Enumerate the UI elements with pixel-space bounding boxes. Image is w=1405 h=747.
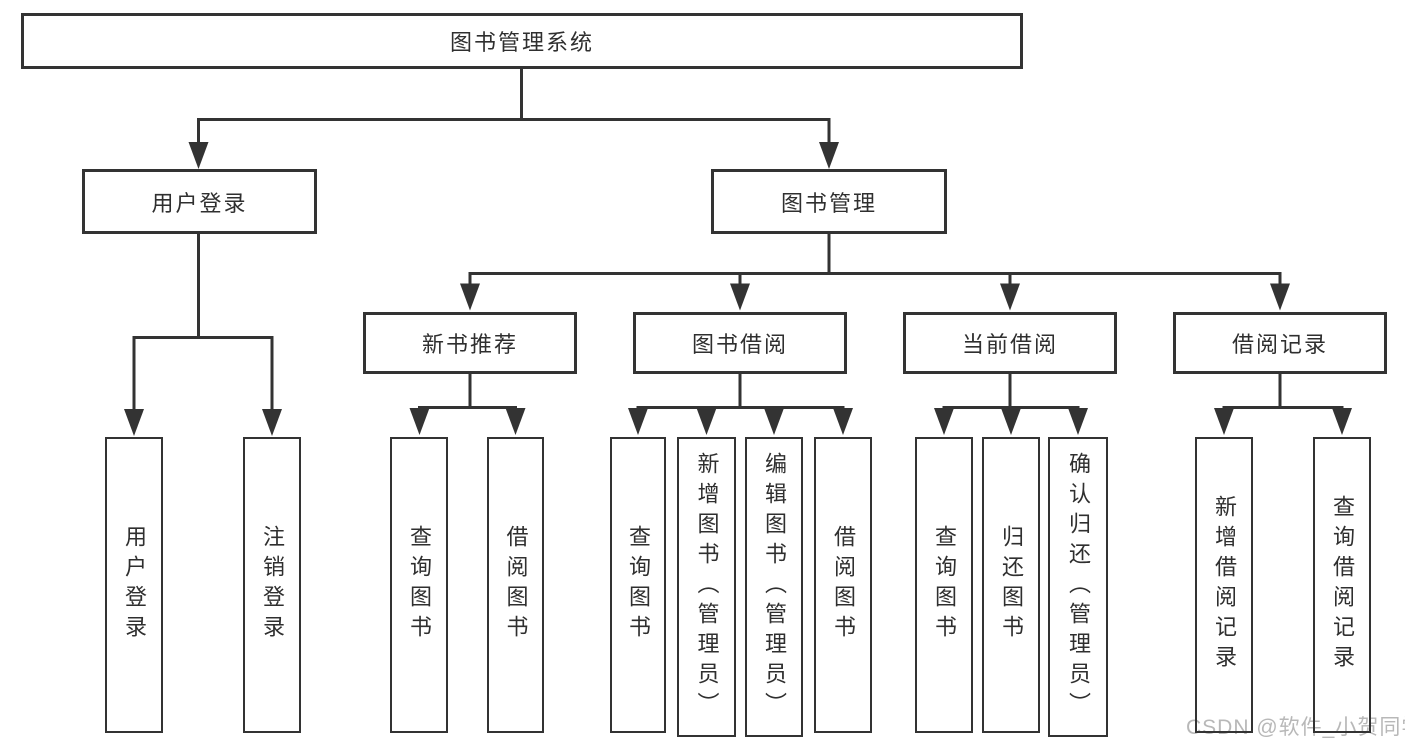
arrow-down-icon: [505, 408, 526, 435]
arrow-down-icon: [1068, 408, 1088, 435]
node-label: 注销登录: [260, 525, 285, 645]
arrow-down-icon: [1001, 408, 1021, 435]
connector-current-borrow-children: [934, 374, 1088, 435]
arrow-down-icon: [1270, 283, 1290, 311]
arrow-down-icon: [934, 408, 954, 435]
node-label: 新增借阅记录: [1212, 495, 1237, 675]
arrow-down-icon: [409, 408, 430, 435]
connector-book-borrow-children: [628, 374, 853, 435]
arrow-down-icon: [819, 142, 839, 169]
arrow-down-icon: [124, 409, 144, 436]
arrow-down-icon: [188, 142, 209, 169]
leaf-confirm-return-admin: 确认归还（管理员）: [1048, 437, 1108, 737]
arrow-down-icon: [833, 408, 853, 435]
node-user-login: 用户登录: [82, 169, 317, 234]
connector-root-to-level2: [188, 68, 839, 169]
node-label: 查询图书: [407, 525, 432, 645]
leaf-query-books-recommend: 查询图书: [390, 437, 448, 733]
node-label: 当前借阅: [961, 332, 1058, 357]
arrow-down-icon: [628, 408, 648, 435]
connector-user-login-children: [124, 234, 282, 436]
leaf-user-login: 用户登录: [105, 437, 163, 733]
arrow-down-icon: [1214, 408, 1234, 435]
node-label: 新书推荐: [421, 332, 518, 357]
leaf-edit-book-admin: 编辑图书（管理员）: [745, 437, 803, 737]
watermark-csdn: CSDN @软件_小贺同学: [1186, 716, 1405, 739]
connector-book-management-children: [460, 234, 1290, 311]
leaf-logout: 注销登录: [243, 437, 301, 733]
arrow-down-icon: [460, 283, 480, 311]
arrow-down-icon: [696, 408, 717, 435]
node-book-management-system: 图书管理系统: [21, 13, 1023, 69]
node-label: 归还图书: [999, 525, 1024, 645]
node-new-book-recommend: 新书推荐: [363, 312, 577, 374]
node-label: 查询图书: [626, 525, 651, 645]
node-label: 查询借阅记录: [1330, 495, 1355, 675]
node-label: 借阅记录: [1231, 332, 1328, 357]
node-label: 图书管理: [780, 190, 877, 216]
leaf-add-borrow-record: 新增借阅记录: [1195, 437, 1253, 733]
arrow-down-icon: [1000, 283, 1020, 311]
node-label: 确认归还（管理员）: [1066, 452, 1091, 722]
node-label: 用户登录: [122, 525, 147, 645]
leaf-query-borrow-record: 查询借阅记录: [1313, 437, 1371, 733]
node-label: 图书借阅: [691, 332, 788, 357]
node-label: 查询图书: [932, 525, 957, 645]
leaf-query-books-borrow: 查询图书: [610, 437, 666, 733]
node-label: 用户登录: [151, 190, 248, 216]
leaf-query-books-current: 查询图书: [915, 437, 973, 733]
node-book-management: 图书管理: [711, 169, 947, 234]
arrow-down-icon: [1332, 408, 1352, 435]
node-borrow-records: 借阅记录: [1173, 312, 1387, 374]
node-label: 借阅图书: [831, 525, 856, 645]
leaf-add-book-admin: 新增图书（管理员）: [677, 437, 736, 737]
arrow-down-icon: [764, 408, 784, 435]
node-label: 新增图书（管理员）: [694, 452, 720, 722]
node-label: 图书管理系统: [449, 30, 594, 55]
node-current-borrow: 当前借阅: [903, 312, 1117, 374]
connector-new-book-recommend-children: [409, 374, 526, 435]
leaf-borrow-books: 借阅图书: [814, 437, 872, 733]
node-label: 借阅图书: [503, 525, 529, 645]
node-label: 编辑图书（管理员）: [762, 452, 787, 722]
arrow-down-icon: [262, 409, 282, 436]
connector-borrow-records-children: [1214, 374, 1352, 435]
leaf-return-book: 归还图书: [982, 437, 1040, 733]
arrow-down-icon: [730, 283, 750, 311]
node-book-borrow: 图书借阅: [633, 312, 847, 374]
leaf-borrow-books-recommend: 借阅图书: [487, 437, 544, 733]
